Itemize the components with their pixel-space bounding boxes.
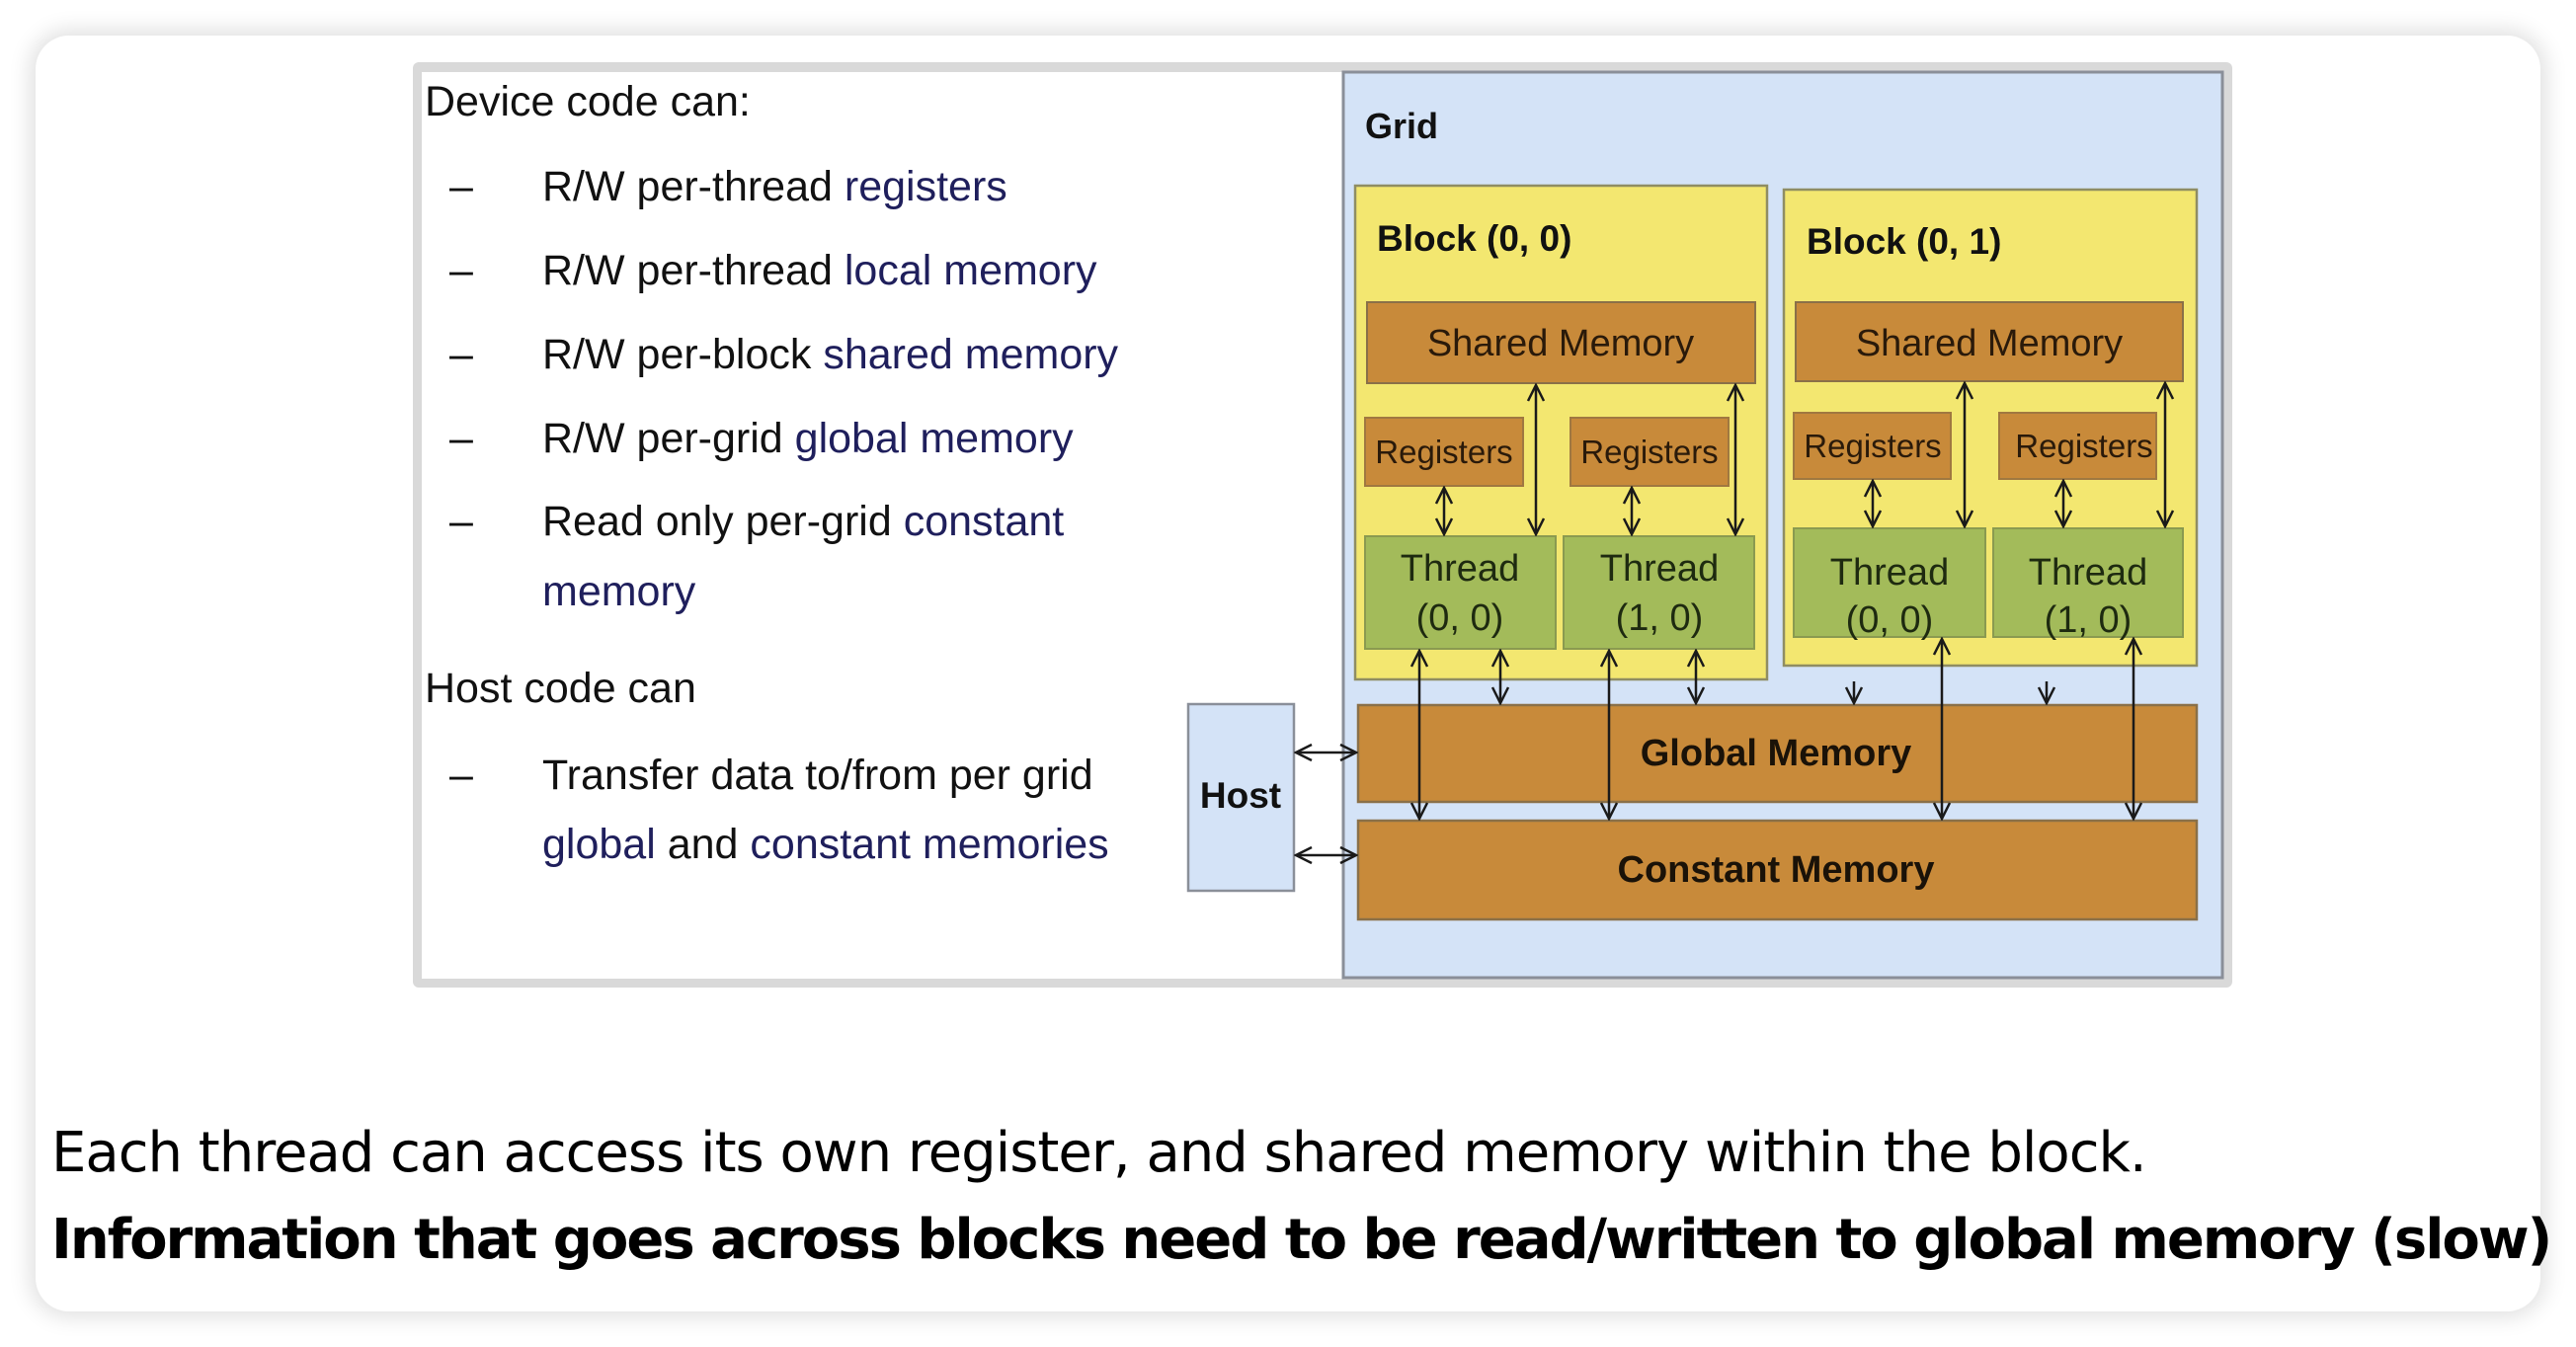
caption-line-1: Each thread can access its own register,…: [51, 1121, 2147, 1185]
item-highlight: local memory: [844, 247, 1097, 294]
registers-label: Registers: [2015, 428, 2152, 464]
host-item-line2: global and constant memories: [542, 824, 1109, 866]
shared-memory-label: Shared Memory: [1427, 323, 1694, 364]
item-highlight: global: [542, 821, 656, 868]
shared-memory-box: [1366, 301, 1756, 384]
device-item-shared-memory: R/W per-block shared memory: [542, 334, 1118, 376]
device-item-constant-memory-cont: memory: [542, 568, 696, 615]
constant-memory-label: Constant Memory: [1618, 849, 1935, 891]
registers-label: Registers: [1804, 428, 1941, 464]
thread-label: Thread: [1830, 552, 1949, 594]
item-text: Read only per-grid: [542, 498, 904, 545]
block-label: Block (0, 1): [1807, 221, 2001, 262]
device-item-local-memory: R/W per-thread local memory: [542, 250, 1097, 292]
thread-box: [1563, 535, 1755, 650]
constant-memory-box: [1356, 819, 2199, 921]
bullet-dash: –: [449, 752, 473, 799]
item-highlight: registers: [844, 163, 1007, 210]
block-label: Block (0, 0): [1377, 218, 1571, 259]
item-text: R/W per-block: [542, 331, 824, 378]
device-item-registers: R/W per-thread registers: [542, 166, 1007, 208]
thread-label: Thread: [1401, 548, 1519, 590]
thread-label: Thread: [2029, 552, 2147, 594]
global-memory-label: Global Memory: [1641, 733, 1912, 774]
host-item-line1: Transfer data to/from per grid: [542, 752, 1093, 799]
item-text: R/W per-thread: [542, 247, 845, 294]
global-memory-box: [1356, 703, 2199, 804]
device-item-global-memory: R/W per-grid global memory: [542, 418, 1074, 460]
thread-box: [1364, 535, 1557, 650]
item-highlight: shared memory: [823, 331, 1119, 378]
host-label: Host: [1200, 775, 1281, 816]
bullet-dash: –: [449, 163, 473, 210]
item-highlight: global memory: [794, 415, 1074, 462]
thread-label: Thread: [1600, 548, 1719, 590]
item-text: and: [655, 821, 751, 868]
bullet-dash: –: [449, 247, 473, 294]
device-item-constant-memory: Read only per-grid constant: [542, 501, 1064, 543]
bullet-dash: –: [449, 331, 473, 378]
registers-label: Registers: [1580, 434, 1718, 470]
item-highlight: constant memories: [750, 821, 1109, 868]
shared-memory-label: Shared Memory: [1856, 323, 2123, 364]
item-text: R/W per-thread: [542, 163, 845, 210]
registers-label: Registers: [1375, 434, 1512, 470]
shared-memory-box: [1795, 301, 2184, 382]
thread-index: (0, 0): [1846, 599, 1934, 641]
grid-label: Grid: [1365, 106, 1438, 146]
caption-line-2: Information that goes across blocks need…: [51, 1208, 2552, 1272]
thread-index: (1, 0): [1616, 597, 1704, 639]
bullet-dash: –: [449, 415, 473, 462]
thread-box: [1793, 527, 1986, 638]
device-code-heading: Device code can:: [425, 78, 751, 125]
thread-index: (1, 0): [2045, 599, 2133, 641]
host-box: [1186, 702, 1296, 893]
registers-box: [1364, 417, 1524, 487]
item-text: R/W per-grid: [542, 415, 795, 462]
item-highlight: constant: [903, 498, 1065, 545]
thread-index: (0, 0): [1416, 597, 1504, 639]
bullet-dash: –: [449, 498, 473, 545]
host-code-heading: Host code can: [425, 665, 696, 712]
registers-box: [1998, 412, 2157, 480]
thread-box: [1992, 527, 2184, 638]
